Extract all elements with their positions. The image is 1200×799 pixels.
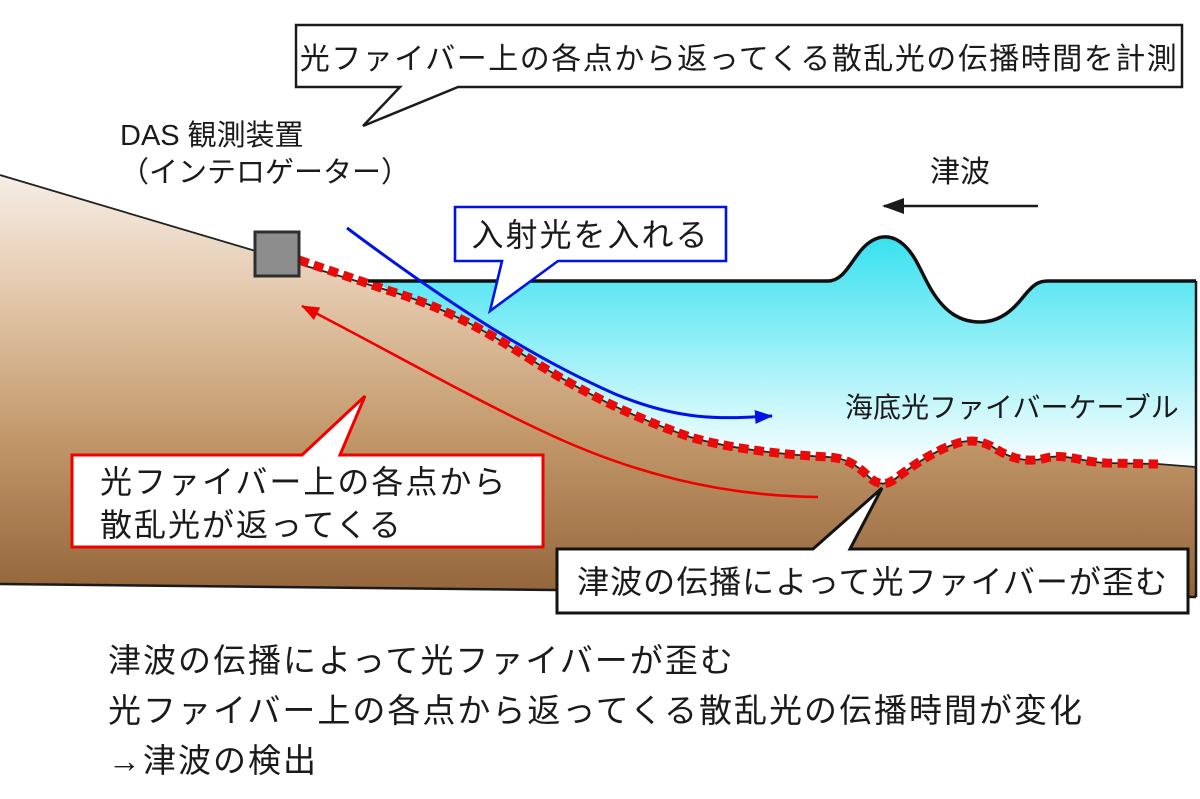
top-callout-bubble: [294, 23, 1184, 128]
distort-callout-label: 津波の伝播によって光ファイバーが歪む: [577, 564, 1168, 600]
caption-line1: 津波の伝播によって光ファイバーが歪む: [108, 642, 735, 679]
das-device-label-line1: DAS 観測装置: [120, 120, 304, 152]
scatter-callout-label: 光ファイバー上の各点から 散乱光が返ってくる: [100, 461, 507, 547]
distort-callout-bubble: [555, 486, 1190, 615]
scatter-callout-line2: 散乱光が返ってくる: [100, 506, 403, 543]
incident-callout-bubble: [453, 205, 728, 315]
sea-water: [375, 236, 1196, 484]
scatter-callout-line1: 光ファイバー上の各点から: [100, 464, 508, 500]
das-device-label-line2: （インテロゲーター）: [120, 157, 411, 190]
scatter-callout-bubble: [70, 394, 545, 549]
caption-line2: 光ファイバー上の各点から返ってくる散乱光の伝播時間が変化: [108, 692, 1085, 729]
tsunami-label: 津波: [930, 156, 990, 189]
scattered-light-arrow: [301, 304, 819, 499]
caption-line3: →津波の検出: [108, 742, 318, 779]
das-device-box: [253, 230, 301, 278]
das-device-label: DAS 観測装置 （インテロゲーター）: [120, 118, 410, 192]
incident-light-label: 入射光を入れる: [471, 217, 710, 253]
sea-surface-line: [368, 235, 1196, 324]
seafloor-cable-label: 海底光ファイバーケーブル: [845, 392, 1179, 423]
top-callout-label: 光ファイバー上の各点から返ってくる散乱光の伝播時間を計測: [299, 43, 1179, 76]
caption-text: 津波の伝播によって光ファイバーが歪む 光ファイバー上の各点から返ってくる散乱光の…: [108, 636, 1084, 786]
incident-light-arrow: [346, 226, 773, 424]
fiber-cable-line: [297, 255, 1159, 488]
